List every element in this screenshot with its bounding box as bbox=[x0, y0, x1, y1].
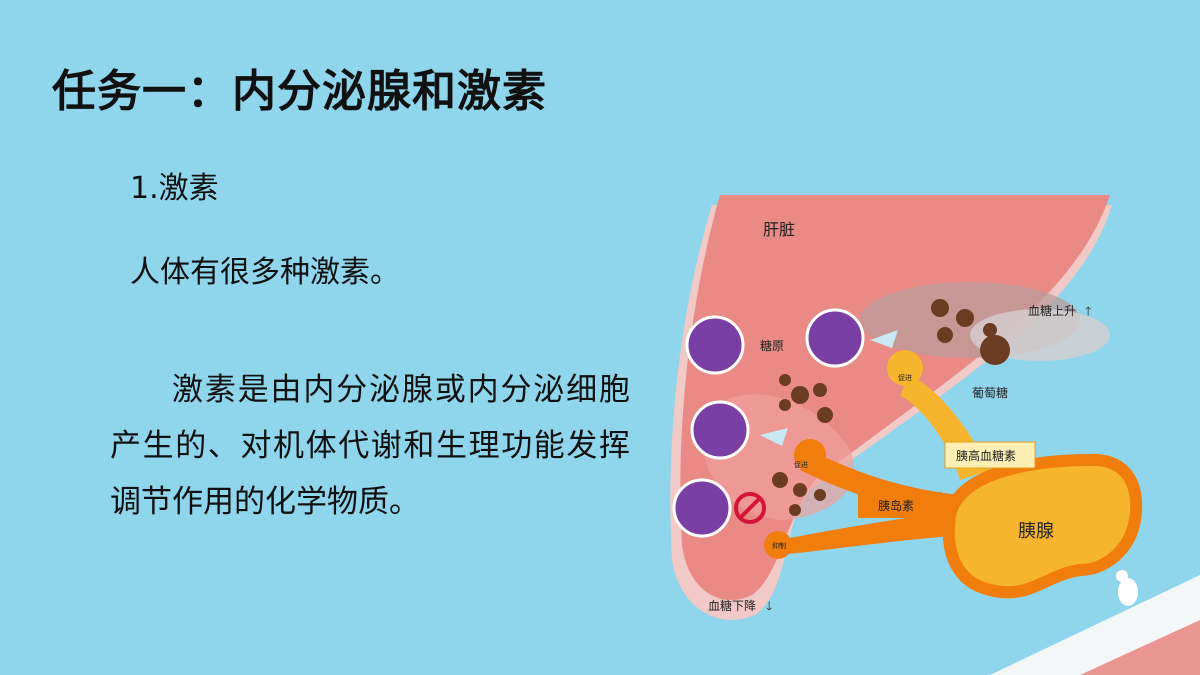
cat-figure bbox=[1118, 578, 1138, 606]
promote-hand-1 bbox=[887, 350, 923, 386]
liver-label: 肝脏 bbox=[763, 220, 795, 239]
inhibit-label: 抑制 bbox=[772, 541, 786, 550]
arrow-1 bbox=[870, 330, 898, 348]
intro-text: 人体有很多种激素。 bbox=[130, 255, 400, 290]
slide-title: 任务一：内分泌腺和激素 bbox=[52, 66, 547, 117]
pancreas bbox=[942, 453, 1143, 599]
arrow-2 bbox=[760, 428, 788, 446]
promote-label-2: 促进 bbox=[794, 460, 808, 469]
glycogen-label: 糖原 bbox=[760, 338, 784, 353]
glycogen-3 bbox=[690, 400, 750, 460]
up-arrow-icon: 🡑 bbox=[1085, 304, 1091, 318]
inhibit-hand bbox=[764, 531, 792, 559]
glucagon-box bbox=[944, 441, 1036, 469]
inhibit-slash bbox=[738, 496, 762, 520]
down-arrow-icon: 🡓 bbox=[766, 599, 772, 613]
blood-sugar-rise-label: 血糖上升 bbox=[1028, 303, 1076, 318]
promote-hand-2 bbox=[794, 439, 826, 471]
insulin-arm-2 bbox=[778, 510, 965, 555]
glycogen-4 bbox=[672, 478, 732, 538]
blood-sugar-fall-label: 血糖下降 bbox=[708, 598, 756, 613]
section-heading: 1.激素 bbox=[130, 171, 219, 206]
ground-stripe bbox=[1080, 620, 1200, 675]
blood-sugar-diagram: 肝脏 糖原 葡萄糖 血糖上升 🡑 血糖下降 🡓 胰高血糖素 胰岛素 胰腺 促进 … bbox=[660, 190, 1200, 675]
glycogen-1 bbox=[685, 315, 745, 375]
pancreas-label: 胰腺 bbox=[1018, 521, 1054, 542]
cat-head bbox=[1116, 570, 1128, 582]
glucagon-label: 胰高血糖素 bbox=[956, 448, 1016, 463]
promote-label-1: 促进 bbox=[898, 373, 912, 382]
insulin-box bbox=[858, 492, 942, 518]
definition-paragraph: 激素是由内分泌腺或内分泌细胞产生的、对机体代谢和生理功能发挥调节作用的化学物质。 bbox=[110, 372, 630, 520]
inhibit-icon bbox=[734, 492, 766, 524]
glucose-label: 葡萄糖 bbox=[972, 385, 1008, 400]
glycogen-2 bbox=[805, 308, 865, 368]
insulin-label: 胰岛素 bbox=[878, 498, 914, 513]
diagram-svg: 肝脏 糖原 葡萄糖 血糖上升 🡑 血糖下降 🡓 胰高血糖素 胰岛素 胰腺 促进 … bbox=[670, 195, 1200, 675]
glucose-molecules bbox=[772, 299, 1010, 516]
